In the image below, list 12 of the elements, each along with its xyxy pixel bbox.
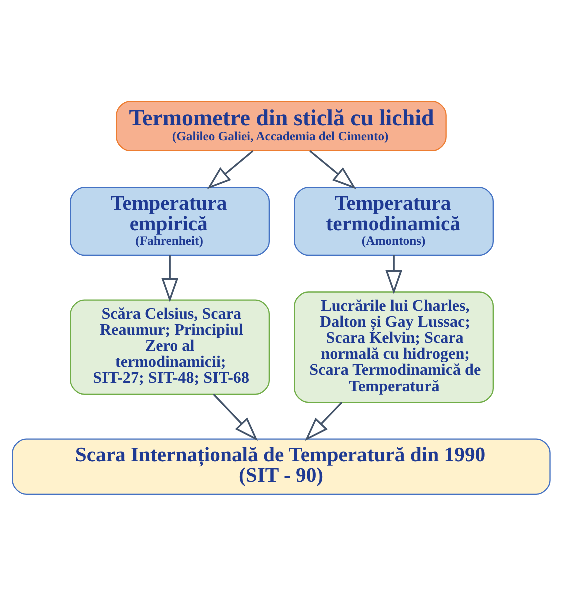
node-box: Temperatura termodinamică (Amontons) (294, 187, 494, 256)
arrow (162, 256, 179, 302)
node-box: Scăra Celsius, Scara Reaumur; Principiul Zero al termodinamicii; SIT-27; SIT-48; SIT-68 (70, 300, 270, 396)
node-box: Temperatura empirică (Fahrenheit) (70, 187, 270, 256)
arrow (310, 150, 356, 190)
node-box: Termometre din sticlă cu lichid (Galileo Galiei, Accademia del Cimento) (116, 101, 447, 152)
arrow (305, 402, 343, 442)
node-box: Scara Internațională de Temperatură din 1990 (SIT - 90) (12, 438, 551, 495)
arrow (207, 150, 254, 190)
arrow (213, 394, 258, 442)
node-box: Lucrările lui Charles, Dalton și Gay Lussac; Scara Kelvin; Scara normală cu hidrogen; Scara Termodinamică de Temperatură (294, 292, 494, 404)
arrow (386, 256, 403, 294)
